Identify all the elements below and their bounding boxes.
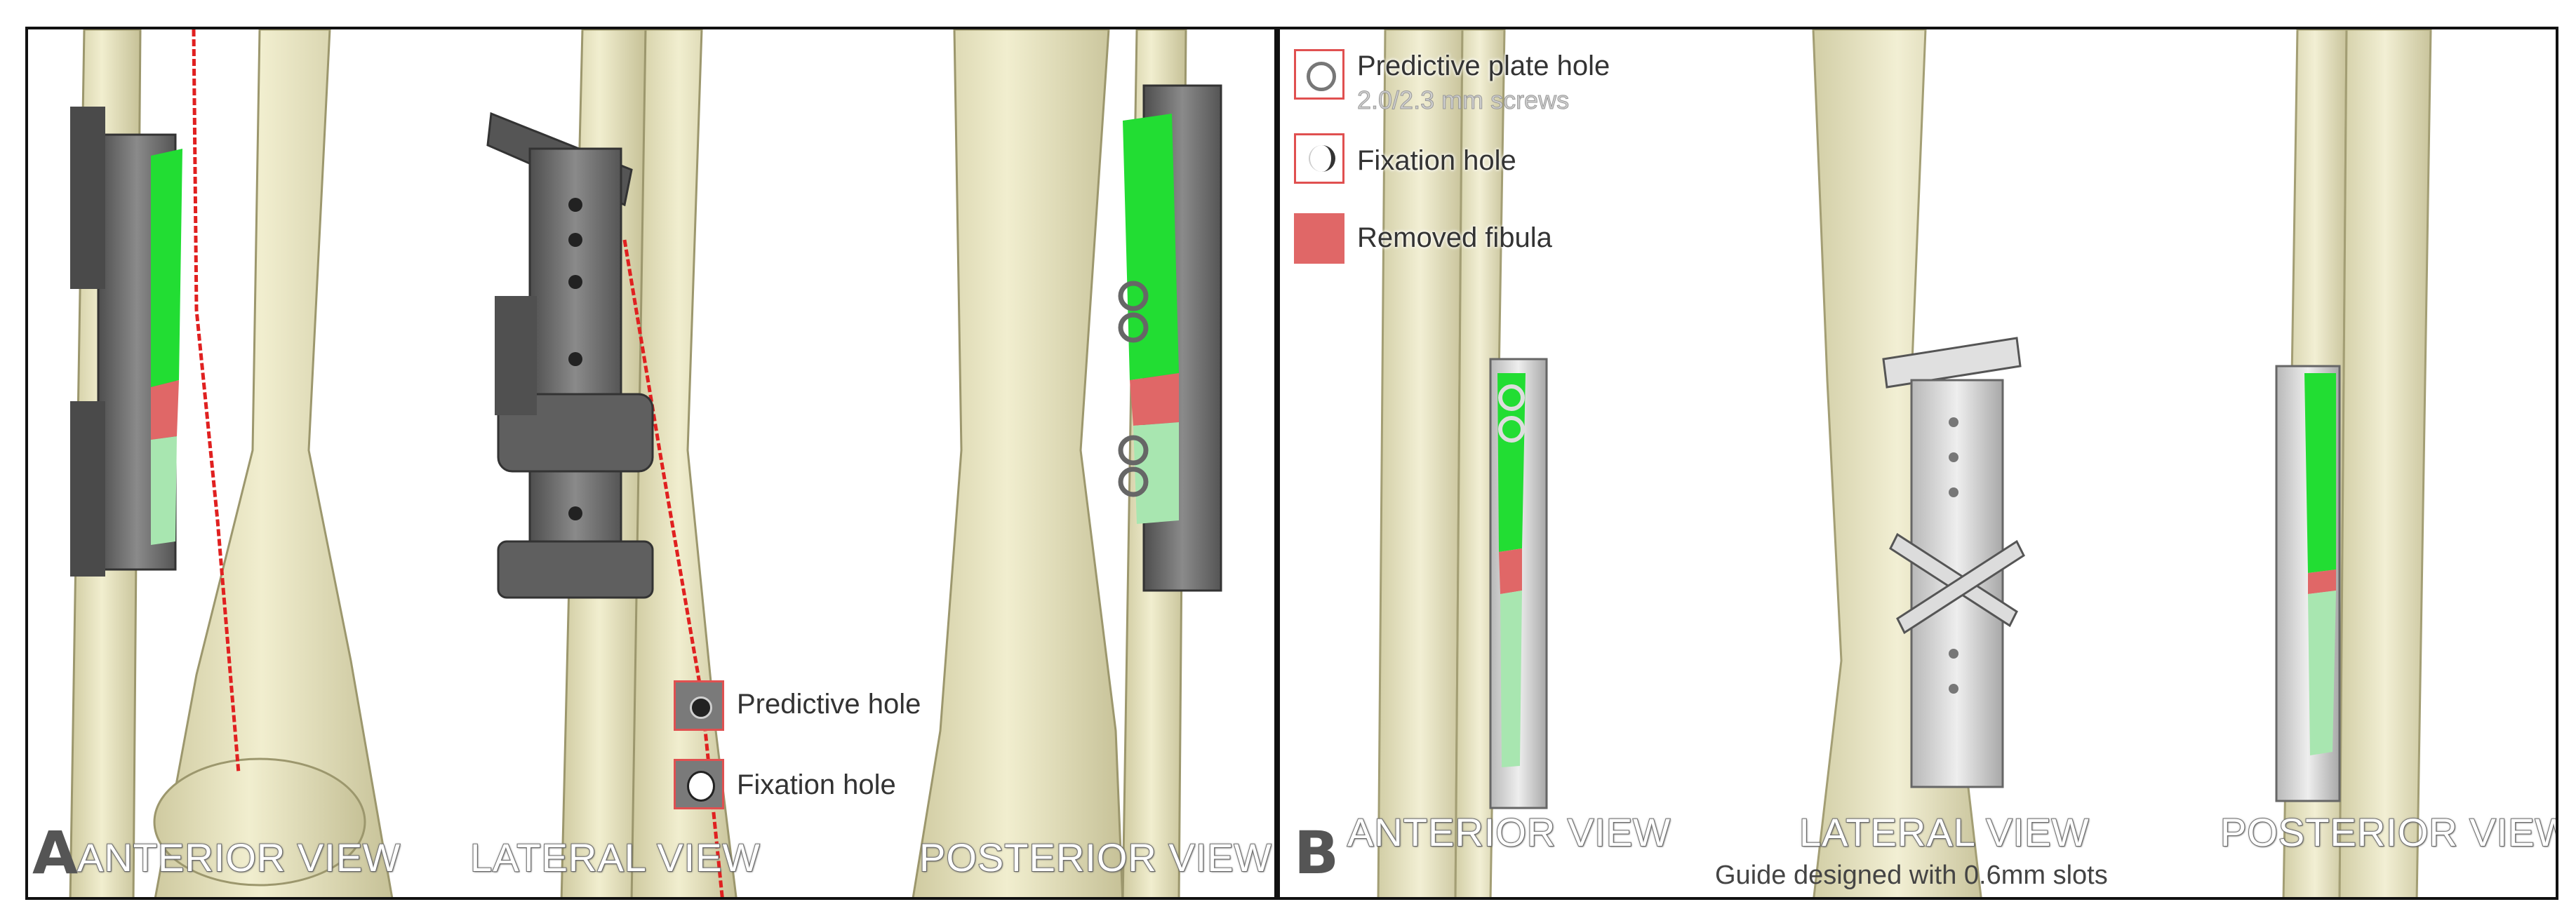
view-label-lateral-b: LATERAL VIEW (1798, 809, 2090, 855)
view-label-anterior-b: ANTERIOR VIEW (1347, 809, 1671, 855)
fixation-hole-icon (687, 771, 715, 802)
panel-a-render (69, 29, 1222, 897)
fixation-hole-swatch-b (1294, 133, 1344, 184)
view-label-posterior-b: POSTERIOR VIEW (2220, 809, 2558, 855)
legend-predictive-hole: Predictive hole (737, 689, 921, 720)
legend-predictive-plate-hole-sub: 2.0/2.3 mm screws (1356, 86, 1570, 115)
view-label-anterior-a: ANTERIOR VIEW (76, 835, 401, 880)
fixation-hole-icon-b (1309, 145, 1335, 172)
guide-caption: Guide designed with 0.6mm slots (1715, 861, 2108, 890)
panel-b-render (1377, 29, 2432, 897)
panel-letter-a: A (32, 818, 79, 887)
legend-removed-fibula: Removed fibula (1357, 222, 1552, 253)
anterior-bones-b (1377, 29, 1506, 897)
posterior-guide-b (2275, 365, 2341, 802)
panel-b: Predictive plate hole 2.0/2.3 mm screws … (1277, 27, 2558, 900)
predictive-plate-hole-swatch (1294, 49, 1344, 100)
legend-fixation-hole: Fixation hole (737, 769, 896, 800)
fixation-hole-swatch (674, 759, 724, 809)
legend-predictive-plate-hole: Predictive plate hole (1357, 50, 1610, 81)
osteotomy-line (192, 29, 241, 774)
panel-a: Predictive hole Fixation hole A ANTERIOR… (25, 27, 1277, 900)
lateral-guide-a (486, 112, 654, 599)
lateral-guide-b (1882, 337, 2025, 788)
predictive-plate-hole-icon (1307, 62, 1336, 91)
posterior-guide-a (1118, 84, 1222, 592)
panel-letter-b: B (1294, 818, 1340, 887)
predictive-hole-icon (690, 696, 712, 719)
removed-fibula-swatch (1294, 213, 1344, 264)
legend-fixation-hole-b: Fixation hole (1357, 145, 1516, 176)
anterior-guide-a (70, 107, 182, 577)
predictive-hole-swatch (674, 680, 724, 731)
anterior-guide-b (1489, 358, 1548, 809)
view-label-lateral-a: LATERAL VIEW (469, 835, 761, 880)
view-label-posterior-a: POSTERIOR VIEW (919, 835, 1272, 880)
